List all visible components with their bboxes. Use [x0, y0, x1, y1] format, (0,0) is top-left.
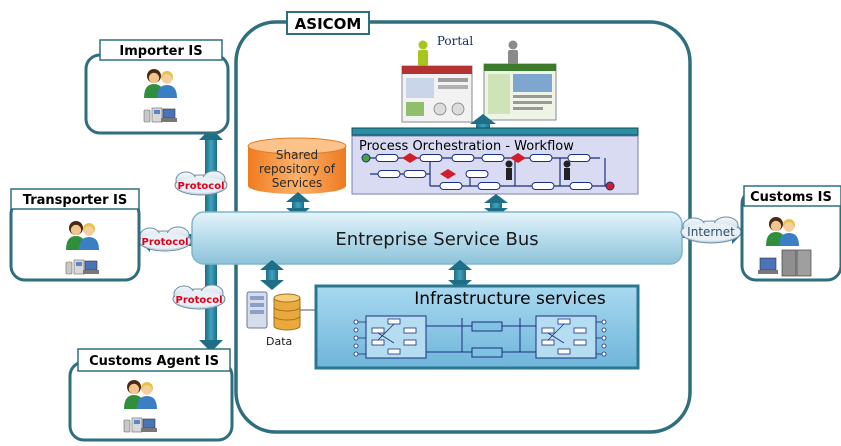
esb-data-arrow: [260, 260, 284, 290]
workflow-nodes: [361, 153, 615, 191]
esb-label: Entreprise Service Bus: [335, 229, 538, 250]
infrastructure-title: Infrastructure services: [414, 289, 606, 309]
protocol-label-agent: Protocol: [175, 295, 222, 306]
portal-user2-icon: [508, 40, 518, 66]
internet-label: Internet: [687, 225, 735, 239]
portal-screen-left: [401, 65, 473, 123]
agent-devices-icon: [123, 417, 158, 433]
importer-devices-icon: [143, 107, 178, 123]
portal-label: Portal: [437, 34, 474, 48]
customs-title-box: [743, 185, 841, 207]
protocol-cloud-agent: [172, 284, 226, 310]
repository-label-line3: Services: [272, 176, 323, 190]
customs-server-icon: [758, 249, 812, 277]
data-server-icon: [246, 291, 268, 329]
data-label: Data: [266, 335, 292, 348]
portal-screen-right: [483, 63, 557, 121]
asicom-title-box: [286, 11, 370, 35]
protocol-cloud-importer: [174, 170, 228, 196]
protocol-label-transporter: Protocol: [141, 237, 188, 248]
transporter-title-box: [10, 188, 140, 210]
process-header-bar: [351, 127, 639, 136]
infrastructure-diagram: [353, 315, 607, 359]
agent-title: Customs Agent IS: [89, 354, 219, 369]
protocol-label-importer: Protocol: [177, 181, 224, 192]
customs-title: Customs IS: [750, 190, 832, 205]
workflow-actor-icon: [505, 160, 571, 180]
portal-user-icon: [418, 40, 428, 66]
esb-bar: [191, 211, 683, 265]
internet-cloud: [680, 216, 742, 244]
protocol-cloud-transporter: [138, 226, 192, 252]
asicom-title: ASICOM: [295, 15, 362, 33]
importer-title: Importer IS: [119, 44, 202, 59]
agent-title-box: [77, 348, 231, 372]
repository-label-line2: repository of: [259, 162, 336, 176]
database-icon: [273, 293, 301, 331]
transporter-devices-icon: [65, 259, 100, 275]
importer-title-box: [99, 39, 223, 61]
importer-connector: [199, 128, 223, 212]
transporter-title: Transporter IS: [23, 193, 127, 208]
repository-label-line1: Shared: [276, 148, 318, 162]
shared-repository-cylinder: [247, 137, 347, 194]
process-title: Process Orchestration - Workflow: [359, 139, 574, 154]
